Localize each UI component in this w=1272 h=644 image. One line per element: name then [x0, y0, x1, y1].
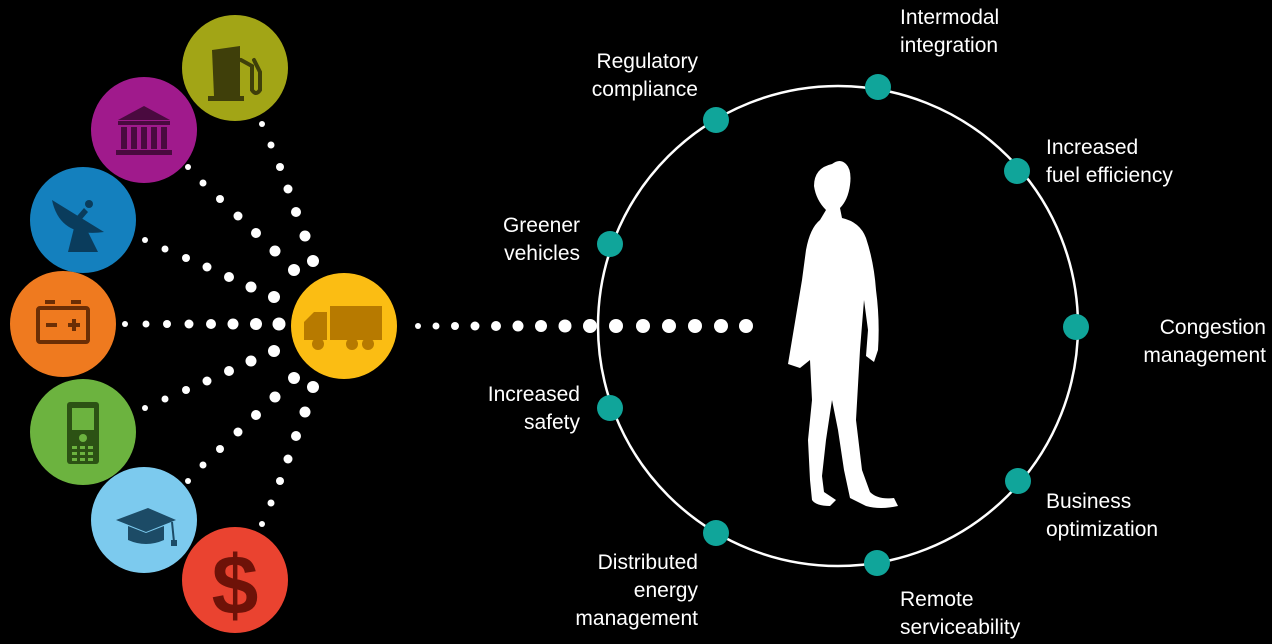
battery-icon — [36, 300, 90, 344]
hub-to-person-connector — [415, 319, 753, 333]
person-silhouette — [788, 161, 898, 508]
node-remote — [864, 550, 890, 576]
node-distributed — [703, 520, 729, 546]
node-fuel — [1004, 158, 1030, 184]
fan-connectors — [122, 121, 319, 527]
benefit-nodes — [597, 74, 1089, 576]
node-safety — [597, 395, 623, 421]
source-government — [91, 77, 197, 183]
truck-icon — [304, 306, 382, 350]
source-fuel-pump — [182, 15, 288, 121]
node-business — [1005, 468, 1031, 494]
fuel-pump-icon — [208, 46, 262, 101]
source-education — [91, 467, 197, 573]
node-regulatory — [703, 107, 729, 133]
source-satellite — [30, 167, 136, 273]
satellite-dish-icon — [52, 200, 104, 252]
mobile-phone-icon — [67, 402, 99, 464]
graduation-cap-icon — [116, 508, 177, 546]
dollar-icon: $ — [212, 538, 259, 632]
source-battery — [10, 271, 116, 377]
source-finance: $ — [182, 527, 288, 633]
vehicle-hub — [291, 273, 397, 379]
source-phone — [30, 379, 136, 485]
node-congestion — [1063, 314, 1089, 340]
node-intermodal — [865, 74, 891, 100]
node-greener — [597, 231, 623, 257]
government-icon — [116, 106, 172, 155]
